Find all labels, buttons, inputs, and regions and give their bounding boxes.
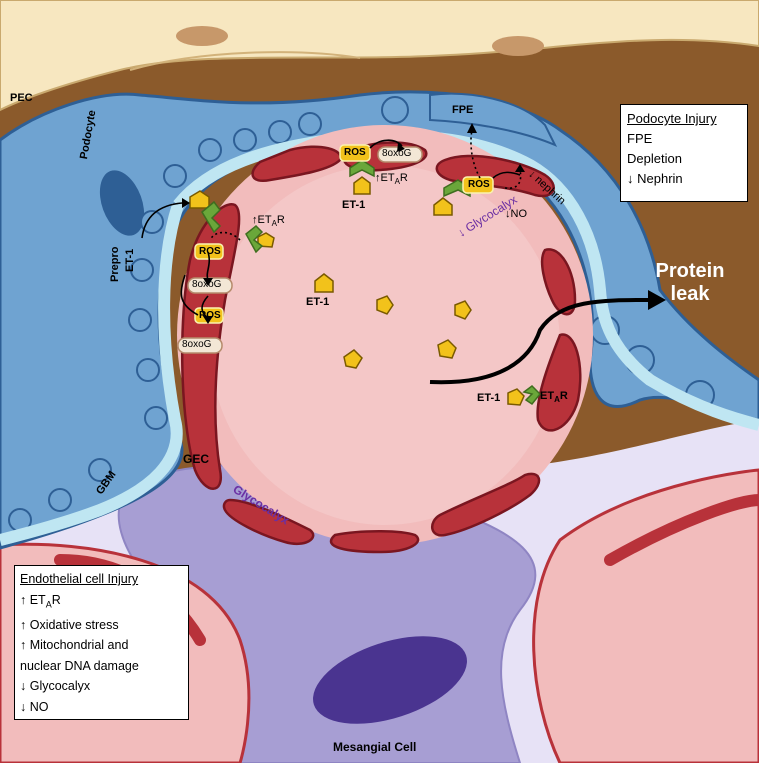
gec-label: GEC [183, 452, 210, 466]
protein-leak-label: Protein leak [650, 260, 730, 306]
etar-right-r: R [559, 390, 568, 402]
etar-left-r: R [276, 214, 285, 226]
etar-top-label: ↑ETAR [375, 172, 408, 186]
et1-molecules [189, 176, 525, 406]
endothelial-etar-suffix: R [51, 592, 61, 607]
gbm-left [0, 203, 184, 546]
ros-right-label: ROS [468, 179, 490, 190]
etar-top-r: R [399, 172, 408, 184]
arrowheads [182, 123, 525, 324]
mesangial-nucleus [313, 636, 467, 724]
oxog-left2-label: 8oxoG [182, 339, 212, 350]
etar-left-label: ↑ETAR [252, 214, 285, 228]
pathway-arrows [141, 139, 521, 319]
endothelial-injury-item: nuclear DNA damage [20, 658, 139, 673]
ros-left1-label: ROS [199, 246, 221, 257]
mesangial-cell-label: Mesangial Cell [333, 740, 417, 754]
et1-right-label: ET-1 [477, 392, 501, 404]
etar-top-prefix: ↑ET [375, 172, 395, 184]
et1-lumen-label: ET-1 [306, 296, 330, 308]
protein-leak-line2: leak [670, 283, 710, 305]
oxog-badges [177, 146, 423, 354]
endothelial-etar-sub: A [45, 599, 52, 609]
etar-top-sub: A [394, 177, 400, 187]
etar-left-prefix: ↑ET [252, 214, 272, 226]
et1-top-label: ET-1 [342, 199, 366, 211]
podocyte-injury-item: FPE [627, 131, 653, 146]
podocyte-injury-title: Podocyte Injury [627, 111, 717, 126]
protein-leak-line1: Protein [655, 260, 725, 282]
pec-nucleus [176, 26, 228, 46]
etar-right-label: ETAR [540, 390, 568, 404]
pec-nucleus [492, 36, 544, 56]
etar-receptors [201, 159, 542, 406]
adjacent-endothelium [604, 494, 759, 566]
endothelial-etar-prefix: ↑ ET [20, 592, 46, 607]
endothelial-injury-item: ↑ Mitochondrial and [20, 638, 129, 652]
protein-leak-arrowhead [648, 290, 666, 310]
endothelial-injury-item: ↓ Glycocalyx [20, 679, 91, 693]
endothelial-injury-box: Endothelial cell Injury ↑ ETAR ↑ Oxidati… [14, 565, 189, 720]
etar-right-sub: A [554, 395, 560, 405]
down-no-label: ↓NO [505, 208, 527, 220]
lumen-inner [210, 165, 560, 525]
ros-left2-label: ROS [199, 310, 221, 321]
podocyte-injury-item: Depletion [627, 151, 682, 166]
endothelial-injury-item: ↑ Oxidative stress [20, 617, 119, 632]
oxog-top-label: 8oxoG [382, 148, 412, 159]
adjacent-capillary-right [532, 468, 759, 763]
etar-right-prefix: ET [540, 390, 555, 402]
effaced-foot-process [429, 92, 558, 147]
pec-cell-border [129, 51, 361, 71]
endothelial-injury-item: ↓ NO [20, 699, 49, 714]
podocyte-injury-item: ↓ Nephrin [627, 171, 683, 186]
fpe-label: FPE [452, 104, 474, 116]
protein-leak-arrow [429, 298, 651, 385]
prepro-label: Prepro [109, 246, 121, 282]
ros-top-label: ROS [344, 147, 366, 158]
etar-left-sub: A [271, 219, 277, 229]
endothelial-injury-title: Endothelial cell Injury [20, 572, 139, 586]
pec-label: PEC [10, 92, 33, 104]
prepro-et1-label: ET-1 [124, 248, 136, 272]
podocyte-nucleus [99, 170, 145, 236]
podocyte-injury-box: Podocyte Injury FPE Depletion ↓ Nephrin [620, 104, 748, 202]
oxog-left1-label: 8oxoG [192, 279, 222, 290]
endothelial-injury-item: ↑ ETAR [20, 590, 183, 615]
